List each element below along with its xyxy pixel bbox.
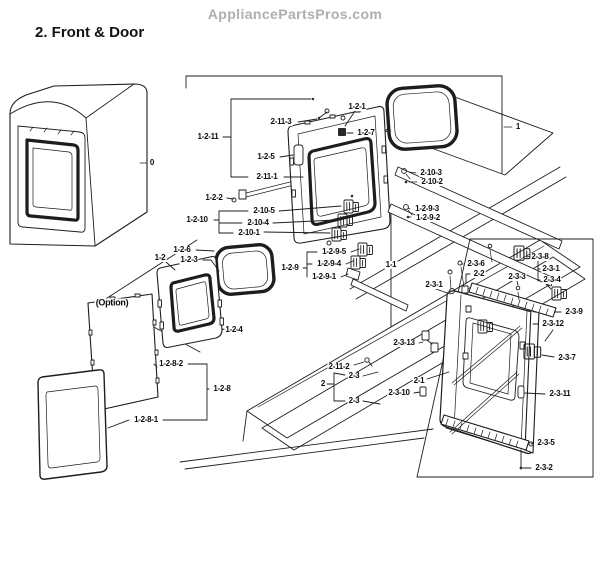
- part-label: 2-10-3: [419, 168, 443, 177]
- part-label: 1-2-8: [212, 384, 232, 393]
- watermark: AppliancePartsPros.com: [207, 6, 383, 22]
- part-label: 1-2-9-3: [414, 204, 440, 213]
- part-label: 2-3-13: [392, 338, 416, 347]
- part-label: 1-2-5: [256, 152, 276, 161]
- dryer-cabinet-drawing: [9, 83, 148, 247]
- front-panel-assembly: [416, 238, 594, 478]
- door-glass-top: [385, 84, 513, 151]
- part-label: 2-3-6: [466, 259, 486, 268]
- part-label: 2-3: [347, 371, 361, 380]
- leader-lines-bottom: [326, 357, 381, 405]
- part-label: 2-3-10: [387, 388, 411, 397]
- part-label: 1-2-7: [356, 128, 376, 137]
- leader-lines-right: [413, 255, 562, 470]
- part-label: 1-2-9-2: [415, 213, 441, 222]
- part-label: 1: [514, 122, 522, 131]
- part-label: 2-10-2: [420, 177, 444, 186]
- part-label: 2-3-5: [536, 438, 556, 447]
- part-label: 0: [148, 158, 156, 167]
- part-label: 2-3-9: [564, 307, 584, 316]
- leader-lines-top: [213, 98, 356, 234]
- part-label: 1-2-9: [280, 263, 300, 272]
- part-label: 2-10-5: [252, 206, 276, 215]
- door-frame-assembly: [231, 97, 391, 246]
- part-label: 1-2-9-5: [321, 247, 347, 256]
- part-label: 2-3-1: [424, 280, 444, 289]
- part-label: 2-3-4: [542, 275, 562, 284]
- hinge-group: [302, 242, 409, 312]
- part-label: 1-2-4: [224, 325, 244, 334]
- part-label: 2-3-1: [541, 264, 561, 273]
- part-label: 2-2: [472, 269, 486, 278]
- part-label: 2-11-1: [255, 172, 279, 181]
- part-label: 1-2-11: [196, 132, 220, 141]
- part-label: 2-3-7: [557, 353, 577, 362]
- part-label: 2-3-3: [507, 272, 527, 281]
- part-label: 1-2-8-1: [133, 415, 159, 424]
- part-label: 2: [319, 379, 327, 388]
- part-label: 1-2-3: [179, 255, 199, 264]
- part-label: 2-10-1: [237, 228, 261, 237]
- part-label: 1-2-10: [185, 215, 209, 224]
- part-label: 1-2-9-4: [316, 259, 342, 268]
- part-label: 2-3-8: [530, 252, 550, 261]
- option-door-assembly: [156, 243, 276, 349]
- part-label: 1-2-1: [347, 102, 367, 111]
- part-label: 2-3: [347, 396, 361, 405]
- part-label: 1-1: [384, 260, 398, 269]
- part-label: 1-2: [153, 253, 167, 262]
- part-label: 2-3-12: [541, 319, 565, 328]
- part-label: 2-11-3: [269, 117, 293, 126]
- part-label: 2-3-2: [534, 463, 554, 472]
- part-label: 1-2-9-1: [311, 272, 337, 281]
- page-title: 2. Front & Door: [35, 24, 145, 41]
- support-rails: [387, 166, 563, 287]
- part-label: (Option): [94, 297, 130, 308]
- part-label: 1-2-8-2: [158, 359, 184, 368]
- part-label: 2-1: [412, 376, 426, 385]
- part-label: 1-2-2: [204, 193, 224, 202]
- part-label: 1-2-6: [172, 245, 192, 254]
- part-label: 2-10-4: [246, 218, 270, 227]
- part-label: 2-11-2: [327, 362, 351, 371]
- part-label: 2-3-11: [548, 389, 572, 398]
